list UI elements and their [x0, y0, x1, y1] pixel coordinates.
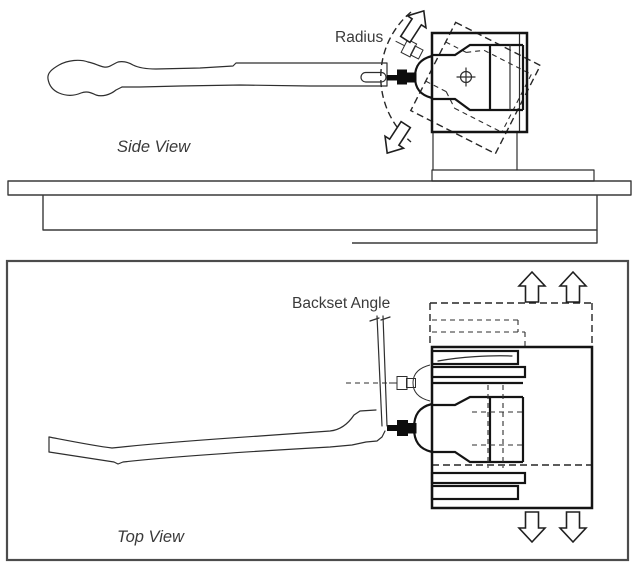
- threaded-stud-ghost: [395, 38, 424, 60]
- shaft-end-slot: [360, 71, 387, 83]
- work-table: [7, 180, 632, 244]
- collet-nose-top: [412, 402, 433, 454]
- rotation-arrow-down-icon: [384, 120, 412, 155]
- threaded-stud: [387, 69, 417, 85]
- shift-arrow-down-icon: [558, 511, 588, 544]
- shift-arrow-down-icon: [517, 511, 547, 544]
- shift-ghost-outline: [429, 302, 593, 466]
- threaded-stud-ghost-top: [346, 364, 431, 402]
- clamp-assembly-top: [412, 349, 527, 501]
- backset-angle-label: Backset Angle: [292, 295, 390, 312]
- shift-arrow-up-icon: [517, 270, 547, 303]
- threaded-stud-top: [387, 420, 417, 436]
- rotation-arrow-up-icon: [399, 9, 427, 44]
- collet-nose: [413, 54, 433, 100]
- collet-profile-top: [432, 395, 525, 464]
- club-side-profile: [47, 59, 388, 97]
- base-plate: [430, 345, 594, 510]
- radius-label: Radius: [335, 29, 383, 46]
- top-view-panel: [5, 259, 630, 562]
- pedestal: [431, 32, 595, 182]
- top-view: Backset Angle Top View: [5, 259, 630, 562]
- shift-arrow-up-icon: [558, 270, 588, 303]
- top-view-label: Top View: [117, 528, 185, 546]
- club-top-profile: [48, 409, 386, 465]
- crosshair-pivot-icon: [456, 67, 476, 87]
- side-view-label: Side View: [117, 138, 191, 156]
- side-view: Radius Side View: [7, 9, 632, 244]
- collet-profile: [432, 43, 525, 112]
- backset-angle-lines: [369, 315, 391, 427]
